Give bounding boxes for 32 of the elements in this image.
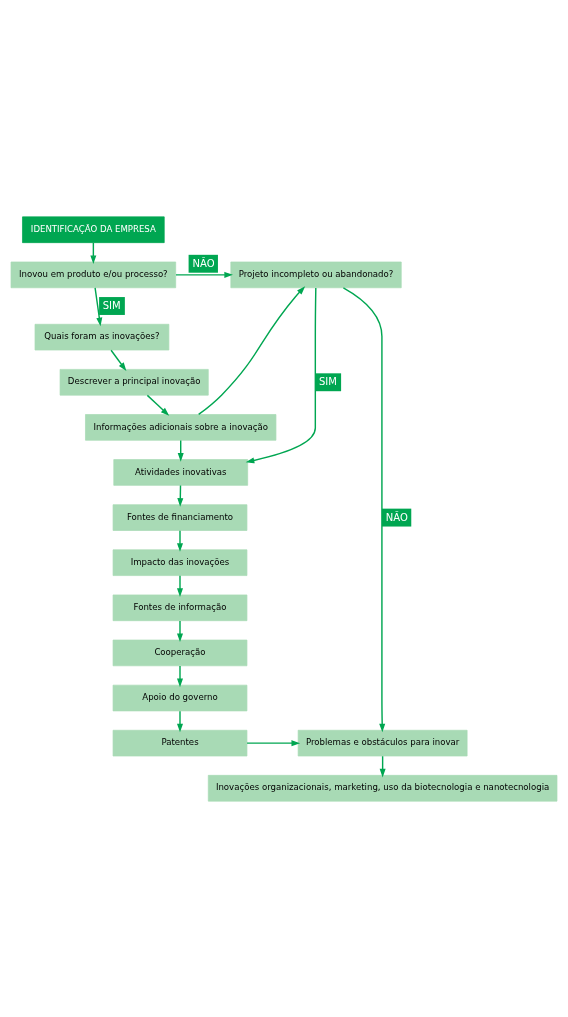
arrow: [197, 285, 306, 415]
arrow: [94, 286, 103, 326]
arrow: [177, 664, 183, 687]
arrow: [146, 394, 170, 416]
node-box: Inovações organizacionais, marketing, uso da biotecnologia e nanotecnologia: [207, 774, 558, 801]
arrow: [177, 574, 183, 597]
node-box: Quais foram as inovações?: [34, 323, 170, 350]
node-box: Cooperação: [112, 639, 248, 666]
node-box: Fontes de informação: [112, 594, 248, 621]
node-box: Informações adicionais sobre a inovação: [85, 413, 277, 441]
node-box: Descrever a principal inovação: [59, 368, 209, 395]
edge-label: SIM: [102, 299, 121, 311]
arrow: [246, 739, 301, 746]
node-box: Inovou em produto e/ou processo?: [10, 261, 177, 288]
node-box: Fontes de financiamento: [112, 503, 248, 531]
node-box: IDENTIFICAÇÃO DA EMPRESA: [22, 216, 165, 243]
arrow: [245, 286, 317, 463]
node-box: Apoio do governo: [112, 684, 248, 711]
arrow: [177, 619, 183, 642]
arrow: [177, 709, 183, 732]
arrow: [175, 271, 233, 278]
node-box: Problemas e obstáculos para inovar: [297, 729, 468, 756]
node-box: Projeto incompleto ou abandonado?: [230, 261, 402, 288]
arrow: [342, 286, 386, 732]
node-box: Patentes: [112, 729, 248, 756]
edge-label: NÃO: [192, 257, 215, 269]
node-box: Impacto das inovações: [112, 548, 248, 576]
arrow: [110, 349, 127, 371]
arrow: [177, 529, 183, 552]
edge-label: NÃO: [385, 511, 408, 523]
node-box: Atividades inovativas: [113, 458, 248, 486]
edge-label: SIM: [318, 375, 337, 387]
